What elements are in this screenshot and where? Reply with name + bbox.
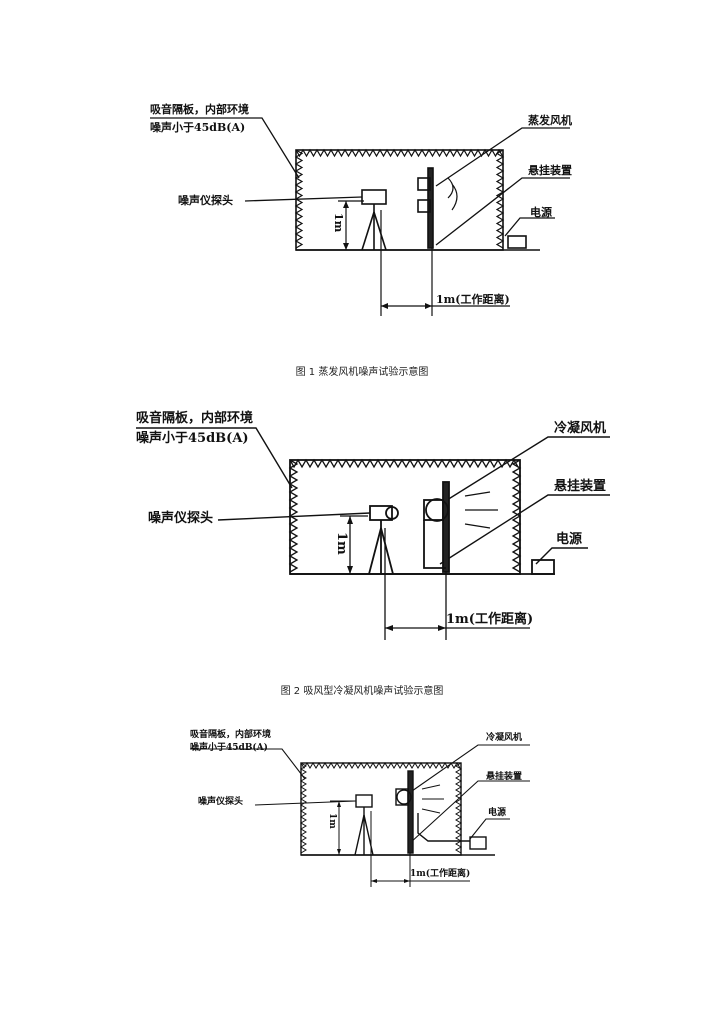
absorber-top-zigzag: [300, 762, 461, 769]
absorber-left-zigzag: [300, 762, 307, 854]
hanger-label: 悬挂装置: [554, 479, 607, 494]
figure-2-diagram: 吸音隔板，内部环境 噪声小于45dB(A) 冷凝风机 悬挂装置 电源 噪声仪探头…: [0, 400, 724, 650]
tripod-right: [373, 211, 387, 251]
absorber-right-zigzag: [511, 459, 522, 573]
tripod-left: [368, 527, 382, 575]
absorber-left-zigzag: [288, 459, 299, 573]
figure-1-drawing: [150, 117, 570, 316]
tripod-right: [380, 527, 394, 575]
probe-label: 噪声仪探头: [198, 797, 244, 807]
power-leader: [469, 818, 510, 840]
probe-leader: [217, 512, 371, 521]
figure-1-caption: 图 1 蒸发风机噪声试验示意图: [295, 367, 429, 378]
height-label: 1m: [334, 532, 349, 555]
fan-leader: [411, 744, 530, 792]
absorber-label-line-2: 噪声小于45dB(A): [150, 121, 246, 134]
hanger-leader: [439, 494, 610, 565]
hanger-panel: [407, 770, 414, 854]
figure-3-drawing: [190, 744, 530, 887]
airflow-lines: [464, 491, 498, 529]
absorber-right-zigzag: [455, 762, 462, 854]
hanger-pipe: [417, 813, 470, 842]
power-box: [507, 235, 527, 249]
tripod-left: [354, 814, 365, 856]
hanger-panel: [442, 481, 450, 573]
absorber-label-line-1: 吸音隔板，内部环境: [150, 103, 249, 116]
fan-rotor: [396, 789, 412, 805]
hanger-leader: [435, 177, 570, 246]
chamber-wall: [295, 149, 504, 251]
distance-label: 1m(工作距离): [410, 869, 471, 879]
height-label: 1m: [327, 813, 337, 829]
absorber-left-zigzag: [294, 149, 304, 249]
absorber-leader: [190, 748, 306, 780]
hanger-leader: [409, 780, 530, 844]
probe-head: [355, 794, 373, 808]
absorber-leader: [150, 117, 300, 179]
figure-2-drawing: [136, 427, 610, 640]
probe-leader: [244, 196, 363, 202]
fan-label: 冷凝风机: [554, 421, 607, 436]
airflow-lines: [421, 784, 444, 814]
distance-label: 1m(工作距离): [436, 293, 510, 306]
hanger-pipe: [423, 520, 446, 569]
fan-label: 冷凝风机: [486, 733, 523, 743]
fan-leader: [446, 436, 610, 501]
hanger-label: 悬挂装置: [486, 772, 523, 782]
probe-label: 噪声仪探头: [148, 511, 214, 526]
power-label: 电源: [530, 206, 552, 219]
chamber-wall: [289, 459, 521, 575]
distance-label: 1m(工作距离): [446, 612, 534, 627]
probe-label: 噪声仪探头: [178, 194, 233, 207]
absorber-label-line-2: 噪声小于45dB(A): [136, 431, 249, 446]
fan-rotor: [425, 498, 449, 522]
height-label: 1m: [332, 213, 345, 233]
hanger-label: 悬挂装置: [528, 164, 572, 177]
power-label: 电源: [556, 532, 583, 547]
power-leader: [504, 217, 555, 237]
power-box: [531, 559, 555, 575]
figure-2-caption: 图 2 吸风型冷凝风机噪声试验示意图: [280, 686, 444, 697]
absorber-top-zigzag: [295, 148, 504, 158]
figure-1-diagram: 吸音隔板，内部环境 噪声小于45dB(A) 蒸发风机 悬挂装置 电源 噪声仪探头…: [0, 0, 724, 340]
tripod-right: [363, 814, 374, 856]
fan-block-top: [417, 177, 431, 191]
absorber-label-line-1: 吸音隔板，内部环境: [190, 730, 272, 740]
power-leader: [535, 547, 588, 565]
absorber-label-line-2: 噪声小于45dB(A): [190, 743, 268, 753]
tripod-left: [361, 211, 375, 251]
absorber-right-zigzag: [495, 149, 505, 249]
probe-head: [361, 189, 387, 205]
fan-housing: [395, 788, 409, 806]
absorber-leader: [136, 427, 293, 489]
power-label: 电源: [488, 808, 507, 818]
absorber-top-zigzag: [289, 458, 519, 469]
airflow-lines: [447, 177, 458, 211]
absorber-label-line-1: 吸音隔板，内部环境: [136, 411, 254, 426]
fan-label: 蒸发风机: [528, 114, 572, 127]
power-box: [469, 836, 487, 850]
fan-block-bottom: [417, 199, 431, 213]
figure-3-diagram: 吸音隔板，内部环境 噪声小于45dB(A) 冷凝风机 悬挂装置 电源 噪声仪探头…: [0, 715, 724, 895]
fan-leader: [435, 127, 570, 187]
